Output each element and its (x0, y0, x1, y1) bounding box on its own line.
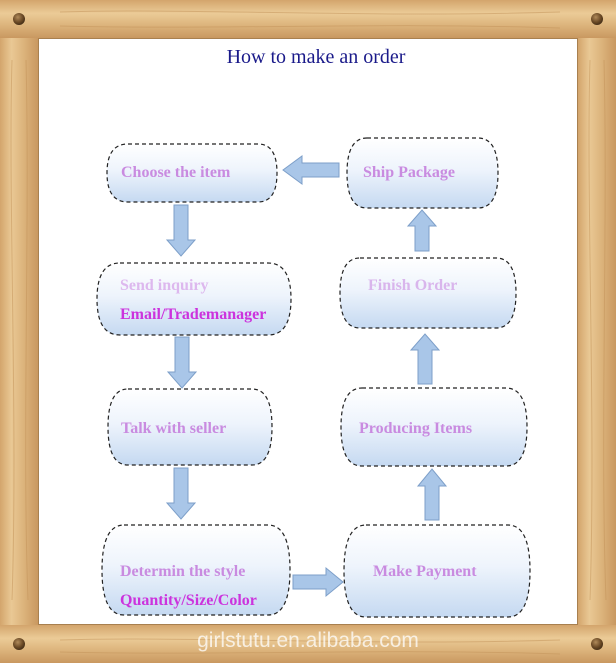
node-label: Send inquiry (120, 277, 208, 294)
arrow-up-icon (416, 468, 448, 521)
frame-bottom (0, 625, 616, 663)
node-detail-label: Quantity/Size/Color (120, 592, 257, 609)
node-producing-items: Producing Items (340, 387, 528, 467)
node-finish-order: Finish Order (339, 257, 517, 329)
node-label: Producing Items (359, 420, 472, 437)
node-label: Choose the item (121, 164, 231, 181)
node-label: Finish Order (368, 277, 457, 294)
arrow-right-icon (292, 566, 344, 598)
frame-right (578, 0, 616, 663)
watermark-text: girlstutu.en.alibaba.com (197, 629, 419, 652)
nail-icon (591, 638, 603, 650)
arrow-left-icon (282, 155, 340, 185)
nail-icon (13, 13, 25, 25)
node-label: Talk with seller (121, 420, 226, 437)
frame-top (0, 0, 616, 38)
arrow-down-icon (166, 336, 198, 389)
arrow-down-icon (165, 467, 197, 520)
node-label: Ship Package (363, 164, 455, 181)
node-determine-style: Determin the style Quantity/Size/Color (101, 524, 291, 616)
node-label: Determin the style (120, 563, 245, 580)
node-ship-package: Ship Package (346, 137, 499, 209)
node-make-payment: Make Payment (343, 524, 531, 618)
arrow-up-icon (406, 209, 438, 252)
node-detail-label: Email/Trademanager (120, 306, 266, 323)
node-label: Make Payment (373, 563, 477, 580)
arrow-up-icon (409, 333, 441, 385)
node-choose-item: Choose the item (106, 143, 278, 203)
arrow-down-icon (165, 204, 197, 257)
diagram-title: How to make an order (227, 46, 406, 68)
frame-left (0, 0, 38, 663)
nail-icon (13, 638, 25, 650)
node-talk-with-seller: Talk with seller (107, 388, 273, 466)
wood-grain (10, 10, 607, 655)
node-send-inquiry: Send inquiry Email/Trademanager (96, 262, 292, 336)
board-border (38, 38, 578, 625)
nail-icon (591, 13, 603, 25)
